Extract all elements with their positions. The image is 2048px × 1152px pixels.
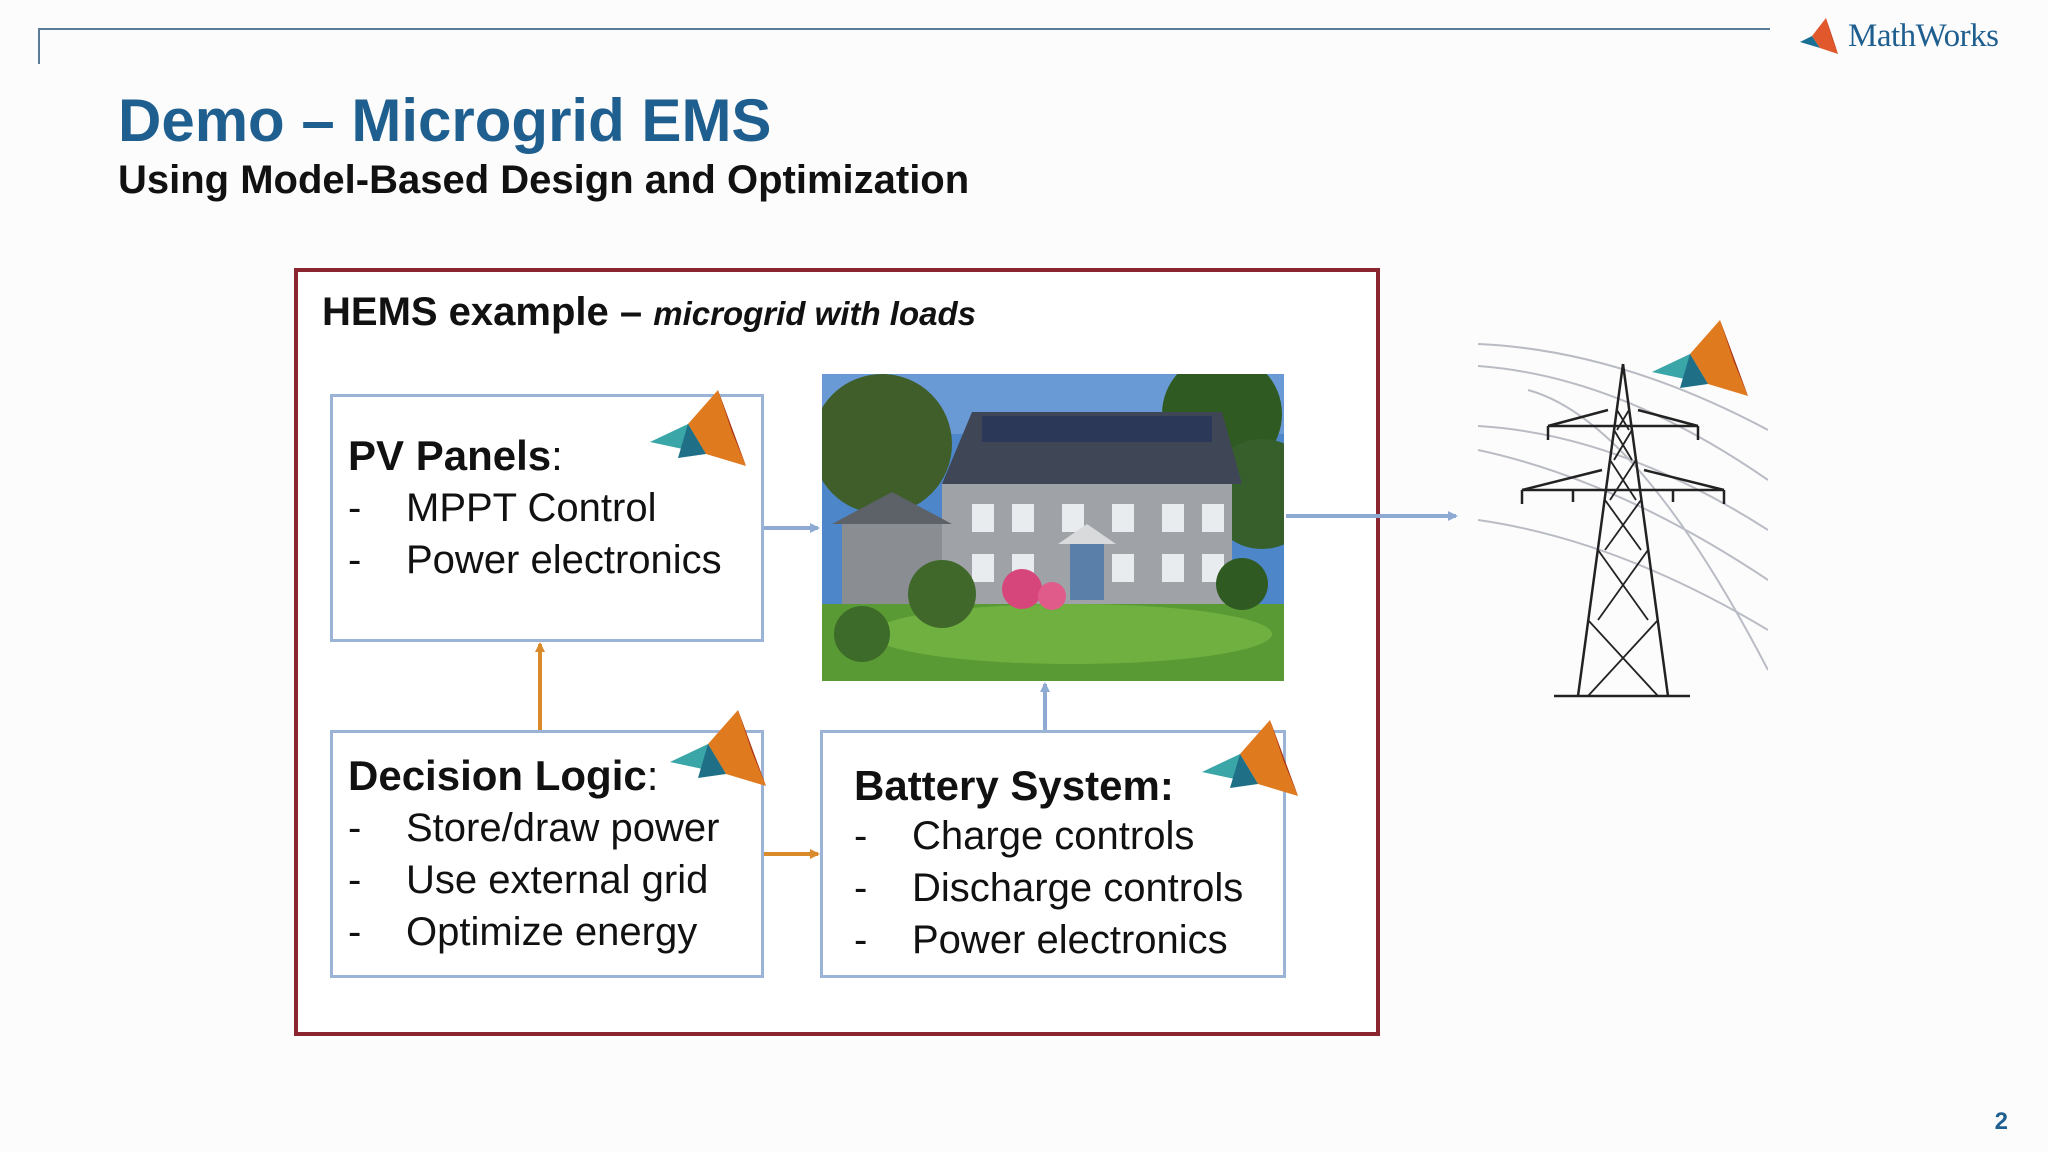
bullet-dash: - <box>348 806 361 851</box>
decision-item-optimize: Optimize energy <box>406 910 697 955</box>
pv-panels-heading-colon: : <box>551 432 563 479</box>
bullet-dash: - <box>348 538 361 583</box>
transmission-tower-icon <box>1478 330 1768 700</box>
battery-system-heading: Battery System: <box>854 762 1174 810</box>
battery-item-charge: Charge controls <box>912 814 1194 859</box>
bullet-dash: - <box>348 858 361 903</box>
pv-panels-heading: PV Panels: <box>348 432 563 480</box>
battery-item-discharge: Discharge controls <box>912 866 1243 911</box>
house-photo <box>822 374 1284 681</box>
matlab-membrane-icon <box>648 388 748 472</box>
bullet-dash: - <box>348 910 361 955</box>
pv-item-mppt: MPPT Control <box>406 486 656 531</box>
bullet-dash: - <box>854 866 867 911</box>
decision-item-store: Store/draw power <box>406 806 719 851</box>
decision-logic-heading-text: Decision Logic <box>348 752 647 799</box>
bullet-dash: - <box>854 918 867 963</box>
bullet-dash: - <box>348 486 361 531</box>
decision-logic-heading: Decision Logic: <box>348 752 658 800</box>
battery-item-power-electronics: Power electronics <box>912 918 1228 963</box>
page-number: 2 <box>1995 1108 2008 1136</box>
decision-item-grid: Use external grid <box>406 858 708 903</box>
matlab-membrane-icon <box>668 708 768 792</box>
matlab-membrane-icon <box>1200 718 1300 802</box>
bullet-dash: - <box>854 814 867 859</box>
decision-logic-heading-colon: : <box>647 752 659 799</box>
pv-panels-heading-text: PV Panels <box>348 432 551 479</box>
pv-item-power-electronics: Power electronics <box>406 538 722 583</box>
